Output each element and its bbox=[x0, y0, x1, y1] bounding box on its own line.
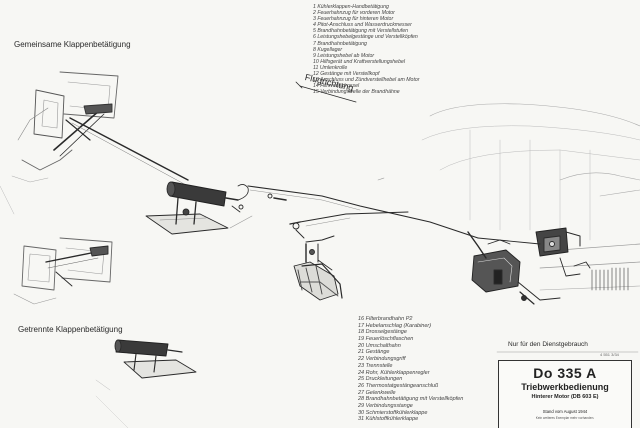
legend-item: 5 Brandhahnbetätigung mit Verstellstufen bbox=[313, 28, 408, 35]
legend-item: 13 Anschluss und Zündverstellhebel am Mo… bbox=[313, 77, 420, 84]
legend-item: 24 Rohr, Kühlerklappenregler bbox=[358, 369, 430, 376]
legend-item: 1 Kühlerklappen-Handbetätigung bbox=[313, 4, 389, 10]
drawing-subtitle: Hinterer Motor (DB 603 E) bbox=[531, 394, 599, 400]
lever-assembly bbox=[293, 235, 343, 301]
engine-assembly bbox=[421, 103, 640, 305]
legend-item: 22 Verbindungsgriff bbox=[358, 356, 406, 363]
legend-item: 19 Feuerlöschflaschen bbox=[358, 336, 414, 343]
legend-item: 23 Trennstelle bbox=[358, 362, 393, 369]
legend-item: 17 Hebelanschlag (Karabiner) bbox=[358, 322, 432, 329]
legend-item: 15 Verbindungswelle der Brandhähne bbox=[313, 89, 400, 96]
legend-item: 9 Leistungshebel ab Motor bbox=[313, 52, 375, 59]
legend-item: 8 Kugellager bbox=[313, 46, 343, 53]
legend-item: 4 Pitot-Anschluss und Wasserdruckmesser bbox=[313, 22, 412, 29]
common-flap-actuation-label: Gemeinsame Klappenbetätigung bbox=[14, 40, 131, 49]
legend-item: 3 Feuerhahnzug für hinteren Motor bbox=[313, 16, 394, 23]
flight-direction-arrow bbox=[299, 85, 357, 103]
legend-item: 7 Brandhahnbetätigung bbox=[313, 40, 367, 47]
legend-item: 6 Leistungshebelgestänge und Verstellköp… bbox=[313, 34, 418, 41]
revision-date: Stand vom August 1944 bbox=[542, 409, 588, 414]
legend-item: 10 Hilfsgerät und Kraftverstellungshebel bbox=[313, 58, 405, 65]
restricted-use-stamp: Nur für den Dienstgebrauch bbox=[508, 341, 588, 348]
legend-bottom: 16 Filterbrandhahn P2 17 Hebelanschlag (… bbox=[358, 316, 463, 423]
legend-item: 29 Verbindungsstange bbox=[358, 402, 413, 409]
legend-item: 14 Hilfsventildrossel bbox=[313, 83, 360, 90]
legend-item: 25 Druckleitungen bbox=[358, 376, 403, 383]
legend-item: 16 Filterbrandhahn P2 bbox=[358, 316, 413, 322]
legend-item: 12 Gestänge mit Verstellkopf bbox=[313, 71, 380, 78]
legend-item: 31 Kühlstoffkühlerklappe bbox=[358, 416, 419, 423]
legend-item: 20 Umschalthahn bbox=[358, 342, 401, 349]
drawing-title: Triebwerkbedienung bbox=[521, 382, 609, 392]
legend-item: 27 Gelenkwelle bbox=[358, 389, 396, 396]
legend-item: 28 Brandhahnbetätigung mit Verstellköpfe… bbox=[358, 396, 464, 403]
legend-item: 30 Schmierstoffkühlerklappe bbox=[358, 409, 428, 416]
aircraft-type: Do 335 A bbox=[533, 365, 597, 381]
legend-item: 18 Drosselgestänge bbox=[358, 329, 407, 336]
legend-top: 1 Kühlerklappen-Handbetätigung 2 Feuerha… bbox=[313, 4, 420, 95]
common-flap-assembly bbox=[11, 71, 249, 235]
legend-item: 21 Gestänge bbox=[358, 349, 390, 356]
fine-print-note: Kein weiteres Exemplar mehr vorhanden. bbox=[535, 416, 595, 420]
separate-flap-assembly bbox=[13, 237, 197, 391]
legend-item: 11 Umlenkrolle bbox=[313, 64, 348, 71]
legend-item: 2 Feuerhahnzug für vorderen Motor bbox=[313, 10, 395, 17]
main-control-rod bbox=[247, 185, 479, 239]
reference-number: 4 551 3/34 bbox=[600, 352, 619, 357]
legend-item: 26 Thermostatgestängeanschluß bbox=[358, 382, 439, 389]
title-block: Do 335 A Triebwerkbedienung Hinterer Mot… bbox=[498, 360, 632, 428]
separate-flap-actuation-label: Getrennte Klappenbetätigung bbox=[18, 325, 123, 334]
